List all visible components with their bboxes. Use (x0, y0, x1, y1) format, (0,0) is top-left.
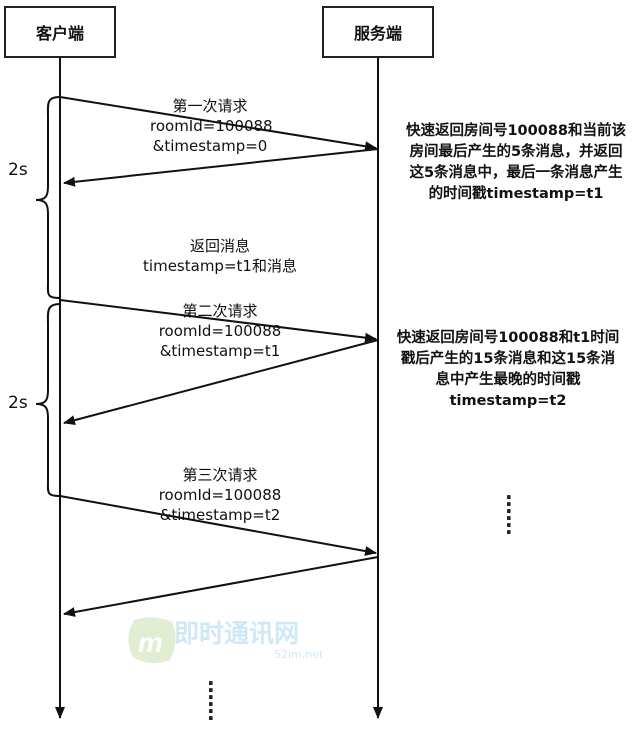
continuation-dots-right: ······ (505, 485, 513, 544)
request-param: roomId=100088 (158, 486, 282, 504)
response-arrow-2 (63, 339, 379, 426)
note-line: 这5条消息中，最后一条消息产生 (409, 165, 623, 181)
watermark-logo-icon: m (128, 617, 176, 664)
interval-brace-2 (35, 303, 61, 497)
interval-label-2: 2s (8, 393, 28, 413)
reply-title: 返回消息 (189, 237, 250, 255)
watermark-title: 即时通讯网 (174, 619, 300, 648)
note-line: 快速返回房间号100088和t1时间 (396, 330, 620, 346)
request-arrow-1 (59, 96, 377, 152)
watermark-logo-letter: m (138, 627, 163, 658)
request-param: &timestamp=t2 (159, 506, 281, 524)
note-line: 房间最后产生的5条消息，并返回 (409, 144, 623, 160)
reply-param: timestamp=t1和消息 (143, 257, 297, 275)
interval-brace-1 (35, 96, 61, 299)
server-note-1: 快速返回房间号100088和当前该 房间最后产生的5条消息，并返回 这5条消息中… (398, 121, 634, 205)
note-line: 的时间戳timestamp=t1 (428, 186, 604, 202)
server-note-2: 快速返回房间号100088和t1时间 戳后产生的15条消息和这15条消 息中产生… (390, 328, 626, 412)
continuation-dots-bottom: ······ (207, 671, 215, 730)
reply-label: 返回消息 timestamp=t1和消息 (130, 236, 310, 276)
request-param: &timestamp=0 (152, 137, 268, 155)
request-title: 第三次请求 (182, 466, 258, 484)
note-line: 戳后产生的15条消息和这15条消 (400, 351, 616, 367)
request-arrow-3 (59, 495, 377, 556)
note-line: 息中产生最晚的时间戳 (435, 372, 581, 388)
request-label-2: 第二次请求 roomId=100088 &timestamp=t1 (150, 301, 290, 361)
watermark-subtitle: 52im.net (274, 648, 324, 661)
note-line: timestamp=t2 (449, 393, 567, 409)
response-arrow-1 (63, 148, 379, 187)
response-arrow-3 (63, 556, 379, 617)
request-title: 第二次请求 (182, 302, 258, 320)
client-box: 客户端 (4, 6, 116, 58)
request-param: roomId=100088 (158, 322, 282, 340)
interval-label-1: 2s (8, 160, 28, 180)
request-title: 第一次请求 (172, 97, 248, 115)
server-box: 服务端 (322, 6, 434, 58)
request-arrow-2 (59, 299, 377, 343)
request-param: &timestamp=t1 (159, 342, 281, 360)
watermark: m 即时通讯网 52im.net (124, 612, 334, 668)
request-param: roomId=100088 (150, 117, 273, 135)
note-line: 快速返回房间号100088和当前该 (405, 123, 627, 139)
request-label-1: 第一次请求 roomId=100088 &timestamp=0 (150, 96, 273, 156)
request-label-3: 第三次请求 roomId=100088 &timestamp=t2 (150, 465, 290, 525)
